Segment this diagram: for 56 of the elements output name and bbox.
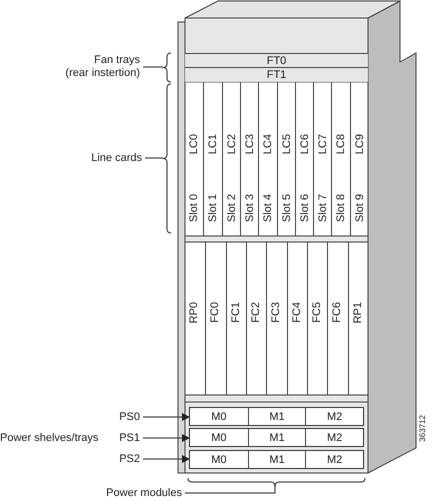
slot-label: Slot 9 xyxy=(354,194,366,222)
card-label: LC9 xyxy=(354,134,366,154)
card-label: RP1 xyxy=(352,302,364,324)
card-label: LC0 xyxy=(188,134,200,154)
arrow xyxy=(142,434,190,442)
card-label: FC3 xyxy=(270,302,282,323)
slot-label: Slot 7 xyxy=(317,194,330,222)
power-module: M0 xyxy=(190,451,248,468)
power-module: M1 xyxy=(248,408,306,425)
card-label: RP0 xyxy=(188,302,200,324)
slot-label: Slot 3 xyxy=(244,194,256,222)
power-tray xyxy=(189,407,364,426)
power-tray xyxy=(189,450,364,469)
card-label: FC1 xyxy=(230,302,242,323)
power-module: M2 xyxy=(305,408,363,425)
leader-label: Line cards xyxy=(80,151,142,165)
card-label: LC2 xyxy=(226,134,238,154)
slot-label: Slot 4 xyxy=(262,194,274,222)
slot-label: Slot 6 xyxy=(298,194,311,222)
card-label: LC7 xyxy=(317,134,330,154)
card-label: FC4 xyxy=(290,302,303,323)
card-label: LC1 xyxy=(207,134,220,154)
fan-tray: FT1 xyxy=(185,67,368,82)
card-label: LC3 xyxy=(244,134,256,154)
shelves-label: Power shelves/trays xyxy=(0,431,98,445)
power-module: M1 xyxy=(248,429,306,446)
slot-label: Slot 0 xyxy=(188,194,200,222)
power-module: M0 xyxy=(190,429,248,446)
card-label: FC2 xyxy=(250,302,262,323)
leader-label: Power modules xyxy=(40,486,182,500)
fan-tray: FT0 xyxy=(185,53,368,67)
arrow xyxy=(142,413,190,421)
figure-id: 363712 xyxy=(418,415,427,442)
card-label: FC5 xyxy=(310,302,323,323)
shelf-label: PS1 xyxy=(105,431,140,445)
power-module: M0 xyxy=(190,408,248,425)
slot-label: Slot 5 xyxy=(280,194,292,222)
card-label: LC8 xyxy=(335,134,348,154)
leader-line xyxy=(184,486,276,494)
power-module: M1 xyxy=(248,451,306,468)
card-label: FC0 xyxy=(209,302,222,323)
card-label: FC6 xyxy=(331,302,344,323)
arrow xyxy=(142,455,190,463)
slot-label: Slot 1 xyxy=(207,194,220,222)
card-label: LC5 xyxy=(280,134,292,154)
slot-label: Slot 2 xyxy=(226,194,238,222)
slot-label: Slot 8 xyxy=(335,194,348,222)
power-tray xyxy=(189,428,364,447)
power-module: M2 xyxy=(305,451,363,468)
power-module: M2 xyxy=(305,429,363,446)
shelf-label: PS2 xyxy=(105,452,140,466)
leader-label: Fan trays (rear instertion) xyxy=(30,53,140,81)
leader-line xyxy=(142,66,164,68)
shelf-label: PS0 xyxy=(105,410,140,424)
card-label: LC4 xyxy=(262,134,274,154)
card-label: LC6 xyxy=(298,134,311,154)
